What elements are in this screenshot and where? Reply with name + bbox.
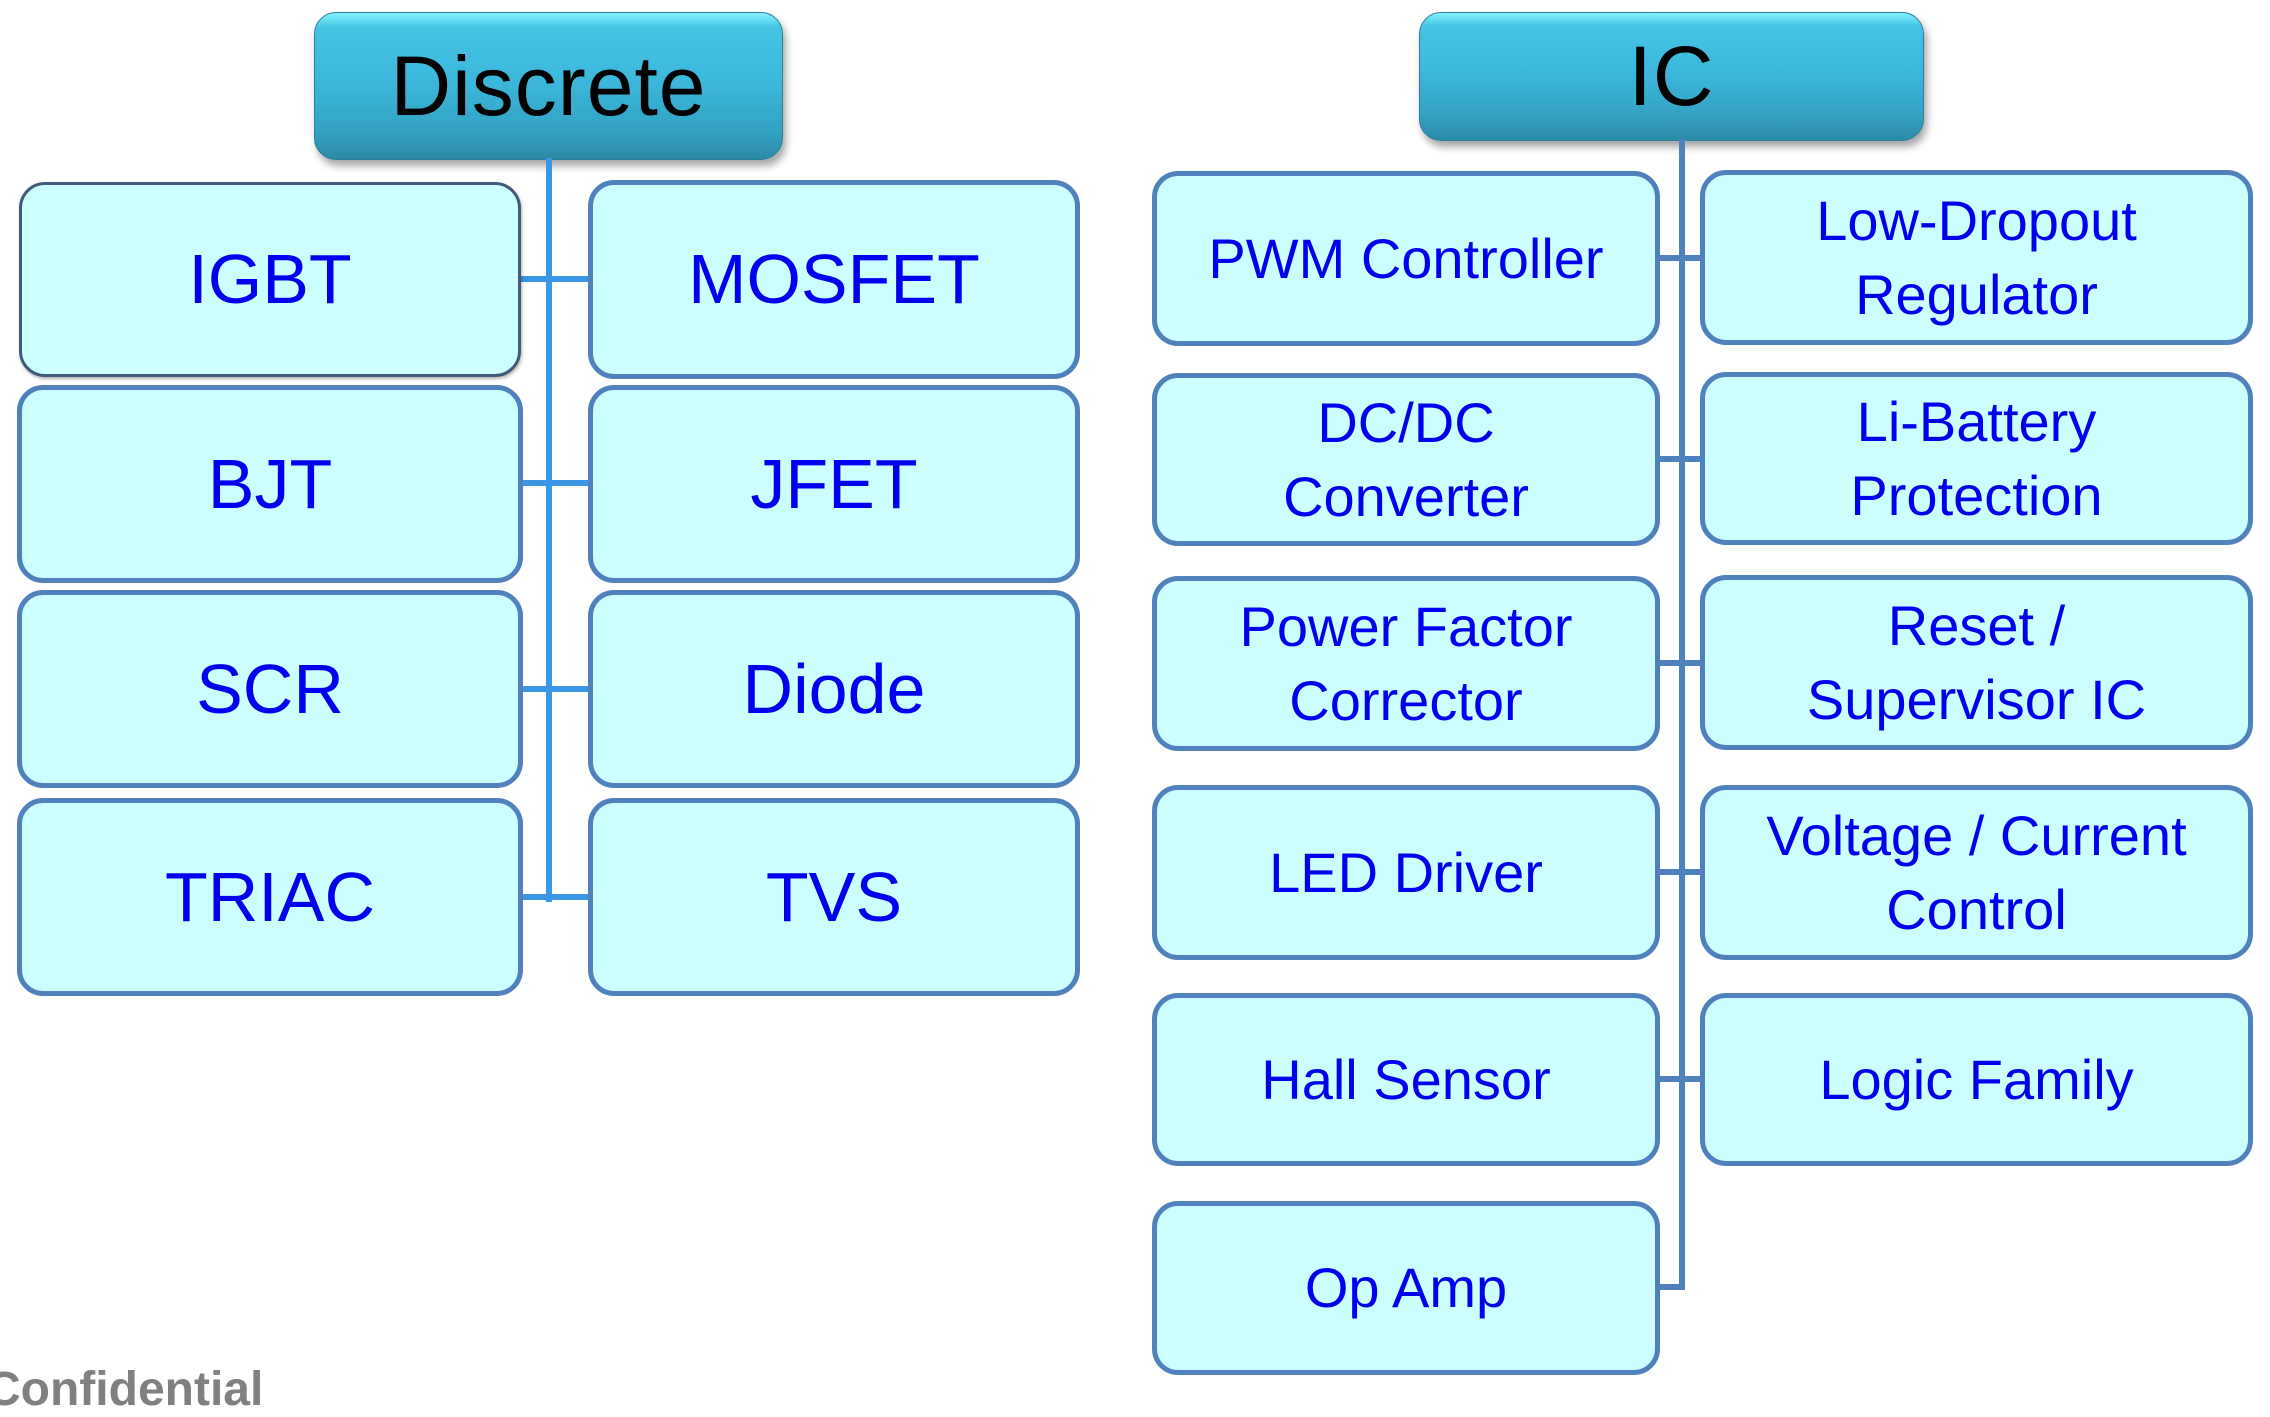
item-label: Voltage / Current Control xyxy=(1766,803,2187,941)
ic-branch-connector xyxy=(1658,1284,1685,1290)
item-label: TRIAC xyxy=(165,857,375,936)
item-label: Li-Battery Protection xyxy=(1850,389,2103,527)
ic-branch-connector xyxy=(1658,1076,1702,1082)
discrete-item-scr: SCR xyxy=(17,590,523,788)
ic-title: IC xyxy=(1628,29,1715,123)
item-label: SCR xyxy=(196,649,344,728)
ic-trunk-connector xyxy=(1679,139,1685,1290)
discrete-item-jfet: JFET xyxy=(588,385,1080,583)
item-label: BJT xyxy=(207,444,333,523)
discrete-item-mosfet: MOSFET xyxy=(588,180,1080,379)
item-label: DC/DC Converter xyxy=(1283,390,1529,528)
discrete-branch-connector xyxy=(521,276,588,282)
item-label: PWM Controller xyxy=(1208,226,1604,290)
ic-item-reset-supervisor-ic: Reset / Supervisor IC xyxy=(1700,575,2253,750)
ic-branch-connector xyxy=(1658,255,1702,261)
discrete-title: Discrete xyxy=(390,38,707,133)
ic-item-power-factor-corrector: Power Factor Corrector xyxy=(1152,576,1660,751)
discrete-item-diode: Diode xyxy=(588,590,1080,788)
discrete-branch-connector xyxy=(521,894,588,900)
item-label: Diode xyxy=(742,649,926,728)
item-label: JFET xyxy=(750,444,918,523)
ic-item-hall-sensor: Hall Sensor xyxy=(1152,993,1660,1166)
ic-branch-connector xyxy=(1658,660,1702,666)
discrete-item-tvs: TVS xyxy=(588,798,1080,996)
item-label: MOSFET xyxy=(688,240,980,319)
item-label: Hall Sensor xyxy=(1261,1047,1551,1111)
ic-item-op-amp: Op Amp xyxy=(1152,1201,1660,1375)
item-label: IGBT xyxy=(188,240,352,319)
discrete-header: Discrete xyxy=(314,12,783,160)
discrete-item-triac: TRIAC xyxy=(17,798,523,996)
ic-item-pwm-controller: PWM Controller xyxy=(1152,171,1660,346)
item-label: LED Driver xyxy=(1269,840,1543,904)
ic-item-li-battery-protection: Li-Battery Protection xyxy=(1700,372,2253,545)
discrete-branch-connector xyxy=(521,686,588,692)
discrete-trunk-connector xyxy=(546,158,552,902)
item-label: TVS xyxy=(765,857,903,936)
ic-item-logic-family: Logic Family xyxy=(1700,993,2253,1166)
ic-item-low-dropout-regulator: Low-Dropout Regulator xyxy=(1700,170,2253,345)
ic-item-voltage-current-control: Voltage / Current Control xyxy=(1700,785,2253,960)
ic-item-led-driver: LED Driver xyxy=(1152,785,1660,960)
discrete-branch-connector xyxy=(521,480,588,486)
item-label: Logic Family xyxy=(1819,1047,2134,1111)
ic-item-dc-dc-converter: DC/DC Converter xyxy=(1152,373,1660,546)
item-label: Power Factor Corrector xyxy=(1239,594,1573,732)
ic-branch-connector xyxy=(1658,869,1702,875)
item-label: Reset / Supervisor IC xyxy=(1806,593,2147,731)
discrete-item-bjt: BJT xyxy=(17,385,523,583)
ic-branch-connector xyxy=(1658,456,1702,462)
ic-header: IC xyxy=(1419,12,1924,141)
discrete-item-igbt: IGBT xyxy=(19,182,521,377)
item-label: Low-Dropout Regulator xyxy=(1816,188,2137,326)
item-label: Op Amp xyxy=(1304,1256,1508,1320)
